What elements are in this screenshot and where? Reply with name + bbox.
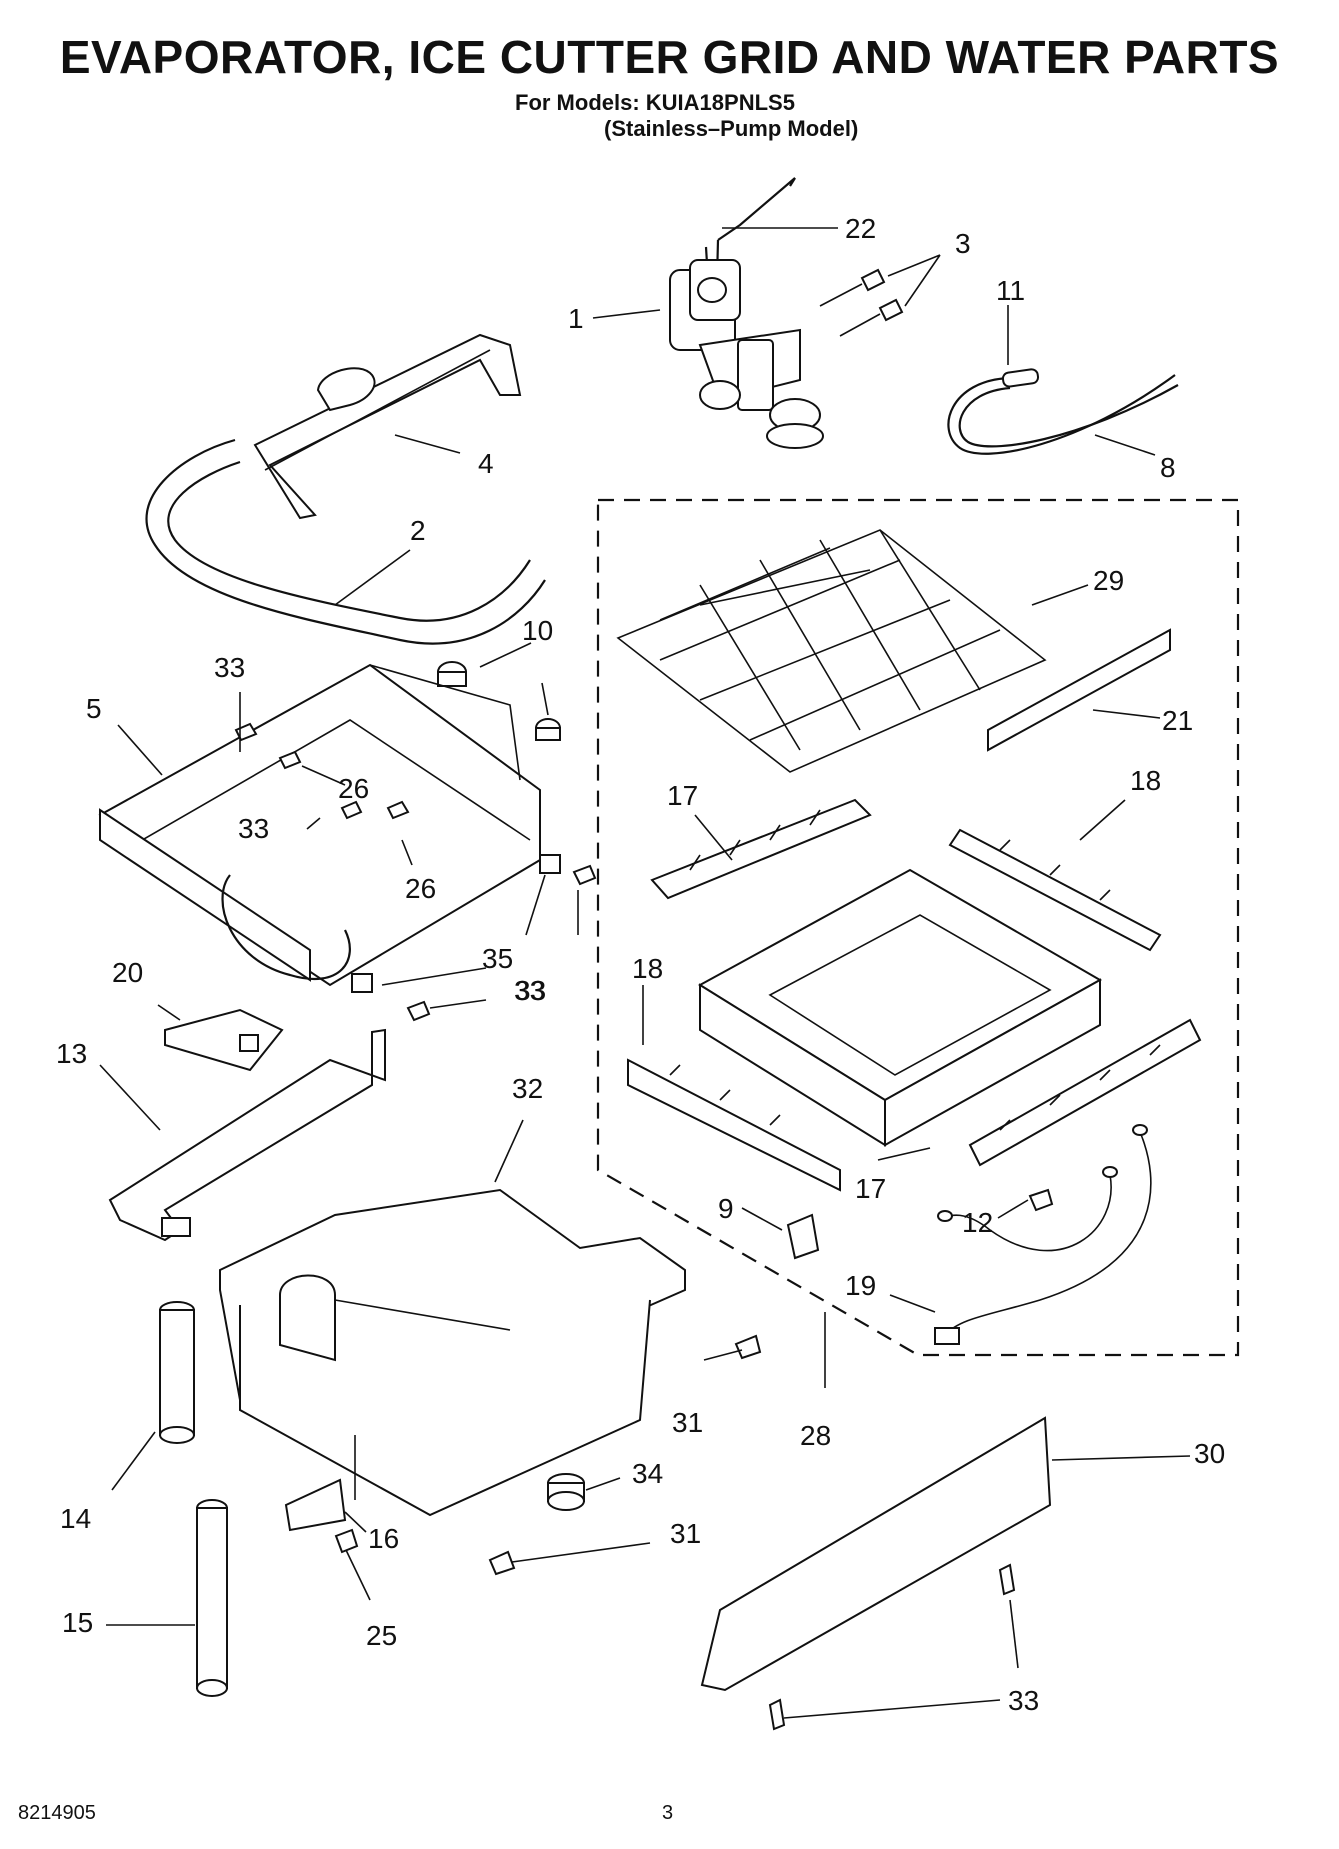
callout-22: 22 xyxy=(845,213,876,244)
part-34-foot xyxy=(547,1473,585,1511)
callout-13: 13 xyxy=(56,1038,87,1069)
callout-34: 34 xyxy=(632,1458,663,1489)
callout-30: 30 xyxy=(1194,1438,1225,1469)
callout-33-b: 33 xyxy=(238,813,269,844)
part-17-cutter-bar-lower xyxy=(968,1018,1202,1167)
callout-17-a: 17 xyxy=(667,780,698,811)
part-3-screws xyxy=(819,268,904,337)
part-9-clip xyxy=(786,1213,820,1260)
small-screws-frame xyxy=(234,722,597,1022)
callout-19: 19 xyxy=(845,1270,876,1301)
part-5-bracket-frame xyxy=(98,663,541,987)
document-number: 8214905 xyxy=(18,1802,96,1824)
callout-21: 21 xyxy=(1162,705,1193,736)
callout-20: 20 xyxy=(112,957,143,988)
callout-3: 3 xyxy=(955,228,971,259)
assembly-28-boundary xyxy=(596,498,1240,1357)
callout-12: 12 xyxy=(962,1207,993,1238)
part-19-wire-harness xyxy=(934,1124,1152,1345)
part-31-screws xyxy=(488,1334,762,1576)
page-number: 3 xyxy=(662,1802,674,1824)
callout-31-a: 31 xyxy=(672,1407,703,1438)
callout-1: 1 xyxy=(568,303,584,334)
part-32-ice-bin xyxy=(219,1188,686,1517)
callout-11: 11 xyxy=(996,275,1025,306)
callout-35: 35 xyxy=(482,943,513,974)
part-29-evaporator-coil xyxy=(616,529,1047,773)
callout-33-c: 33 xyxy=(515,975,546,1006)
callout-17-b: 17 xyxy=(855,1173,886,1204)
callout-18-b: 18 xyxy=(632,953,663,984)
callout-2: 2 xyxy=(410,515,426,546)
part-33-screws-lower xyxy=(768,1563,1016,1731)
callout-28: 28 xyxy=(800,1420,831,1451)
part-1-water-valve xyxy=(669,259,824,449)
cutter-grid-frame xyxy=(698,868,1103,1147)
callout-8: 8 xyxy=(1160,452,1176,483)
part-13-trough xyxy=(108,1028,386,1242)
callout-10: 10 xyxy=(522,615,553,646)
callout-25: 25 xyxy=(366,1620,397,1651)
callout-16: 16 xyxy=(368,1523,399,1554)
callout-26-b: 26 xyxy=(405,873,436,904)
callout-26-a: 26 xyxy=(338,773,369,804)
part-18-cutter-bar-upper xyxy=(948,828,1162,952)
callout-labels: 22 3 1 11 4 8 2 29 10 33 5 26 21 33 26 1… xyxy=(56,213,1225,1716)
callout-29: 29 xyxy=(1093,565,1124,596)
callout-4: 4 xyxy=(478,448,494,479)
part-2-drain-hose xyxy=(145,438,546,645)
part-4-fill-trough xyxy=(253,333,522,520)
callout-18-a: 18 xyxy=(1130,765,1161,796)
part-18-cutter-bar-lower xyxy=(627,1058,841,1192)
callout-14: 14 xyxy=(60,1503,91,1534)
part-21-strip xyxy=(987,628,1171,752)
part-8-tube xyxy=(947,368,1179,455)
part-16-clip xyxy=(284,1478,347,1532)
callout-33-a: 33 xyxy=(214,652,245,683)
callout-5: 5 xyxy=(86,693,102,724)
callout-15: 15 xyxy=(62,1607,93,1638)
part-14-tube xyxy=(159,1301,195,1444)
part-10-grommets xyxy=(437,661,561,741)
callout-33-d: 33 xyxy=(514,975,545,1006)
part-25-screw xyxy=(334,1528,359,1554)
models-line: For Models: KUIA18PNLS5 xyxy=(515,90,795,115)
part-30-cover xyxy=(700,1416,1052,1692)
part-20-bracket xyxy=(164,1008,284,1072)
part-12-screw xyxy=(1028,1188,1054,1212)
callout-32: 32 xyxy=(512,1073,543,1104)
callout-33-e: 33 xyxy=(1008,1685,1039,1716)
variant-line: (Stainless–Pump Model) xyxy=(604,116,859,141)
page-title: EVAPORATOR, ICE CUTTER GRID AND WATER PA… xyxy=(59,31,1280,83)
part-17-cutter-bar-upper xyxy=(650,798,872,900)
callout-9: 9 xyxy=(718,1193,734,1224)
part-15-tube xyxy=(196,1499,228,1697)
callout-31-b: 31 xyxy=(670,1518,701,1549)
leader-lines xyxy=(99,227,1191,1719)
